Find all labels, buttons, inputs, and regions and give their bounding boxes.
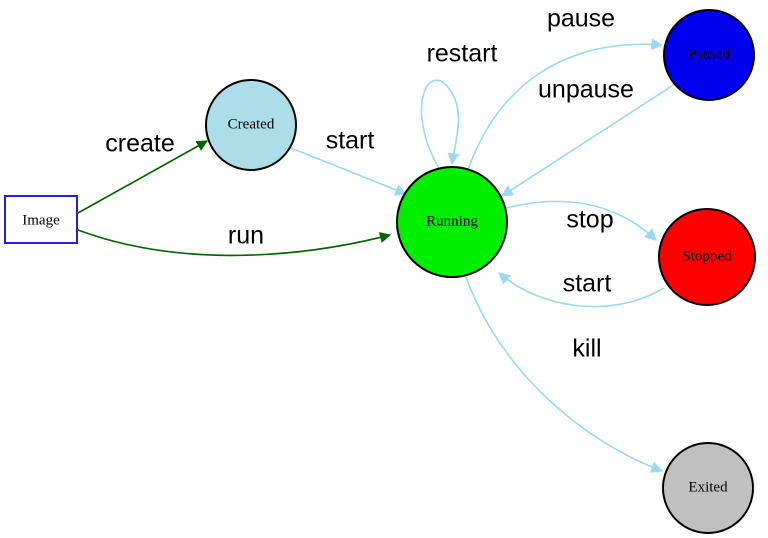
- edge-stop[interactable]: [505, 200, 657, 241]
- nodes-layer: Image Created Running Paused Stopped Exi: [4, 9, 756, 534]
- node-exited-label: Exited: [688, 479, 728, 495]
- edge-label-start-stopped-running: start: [563, 270, 612, 298]
- edge-run[interactable]: [77, 229, 392, 257]
- node-stopped[interactable]: Stopped: [658, 208, 756, 306]
- node-paused-shape[interactable]: [663, 9, 755, 101]
- edge-label-run: run: [228, 222, 264, 250]
- edge-start-stopped-running[interactable]: [498, 272, 665, 308]
- edge-label-create: create: [105, 130, 174, 158]
- node-image-shape[interactable]: [4, 195, 78, 244]
- edge-labels-layer: create run start restart pause unpause s…: [105, 5, 634, 363]
- edge-label-start-created-running: start: [326, 127, 375, 155]
- edge-create[interactable]: [77, 140, 208, 214]
- node-image[interactable]: Image: [4, 195, 78, 244]
- edge-label-pause: pause: [547, 5, 615, 33]
- node-stopped-label: Stopped: [682, 248, 732, 264]
- edge-label-restart: restart: [427, 40, 498, 68]
- node-stopped-shape[interactable]: [658, 208, 756, 306]
- edge-restart-self-loop[interactable]: [420, 79, 460, 171]
- edge-start-created-running[interactable]: [290, 147, 408, 196]
- node-paused[interactable]: Paused: [663, 9, 755, 101]
- node-created-shape[interactable]: [205, 79, 297, 171]
- edge-label-unpause: unpause: [538, 76, 634, 104]
- edge-unpause[interactable]: [500, 81, 679, 197]
- edge-kill[interactable]: [465, 276, 664, 473]
- edges-layer: [77, 38, 679, 473]
- edge-label-kill: kill: [572, 335, 601, 363]
- edge-label-stop: stop: [566, 206, 613, 234]
- node-created-label: Created: [228, 116, 275, 132]
- node-paused-label: Paused: [688, 46, 731, 62]
- node-exited[interactable]: Exited: [662, 442, 754, 534]
- node-running[interactable]: Running: [396, 166, 508, 278]
- node-running-label: Running: [426, 213, 478, 229]
- node-running-shape[interactable]: [396, 166, 508, 278]
- node-created[interactable]: Created: [205, 79, 297, 171]
- node-exited-shape[interactable]: [662, 442, 754, 534]
- node-image-label: Image: [22, 212, 60, 228]
- edge-pause[interactable]: [467, 38, 664, 171]
